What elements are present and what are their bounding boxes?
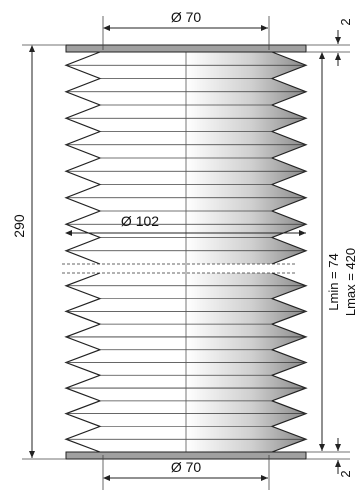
overall-length-label: 290	[11, 214, 27, 238]
left-profile	[64, 51, 102, 265]
bellows-shaded-half	[186, 52, 306, 452]
bottom-diameter-label: Ø 70	[171, 459, 202, 475]
top-flange	[65, 44, 307, 53]
lmax-label: Lmax = 420	[343, 248, 358, 316]
lmin-label: Lmin = 74	[326, 253, 341, 310]
flange-bottom-label: 2	[338, 470, 353, 477]
bottom-flange	[65, 451, 307, 460]
outer-diameter-label: Ø 102	[121, 213, 159, 229]
flange-top-label: 2	[338, 18, 353, 25]
bellows-outline	[64, 51, 308, 453]
top-diameter-label: Ø 70	[171, 9, 202, 25]
